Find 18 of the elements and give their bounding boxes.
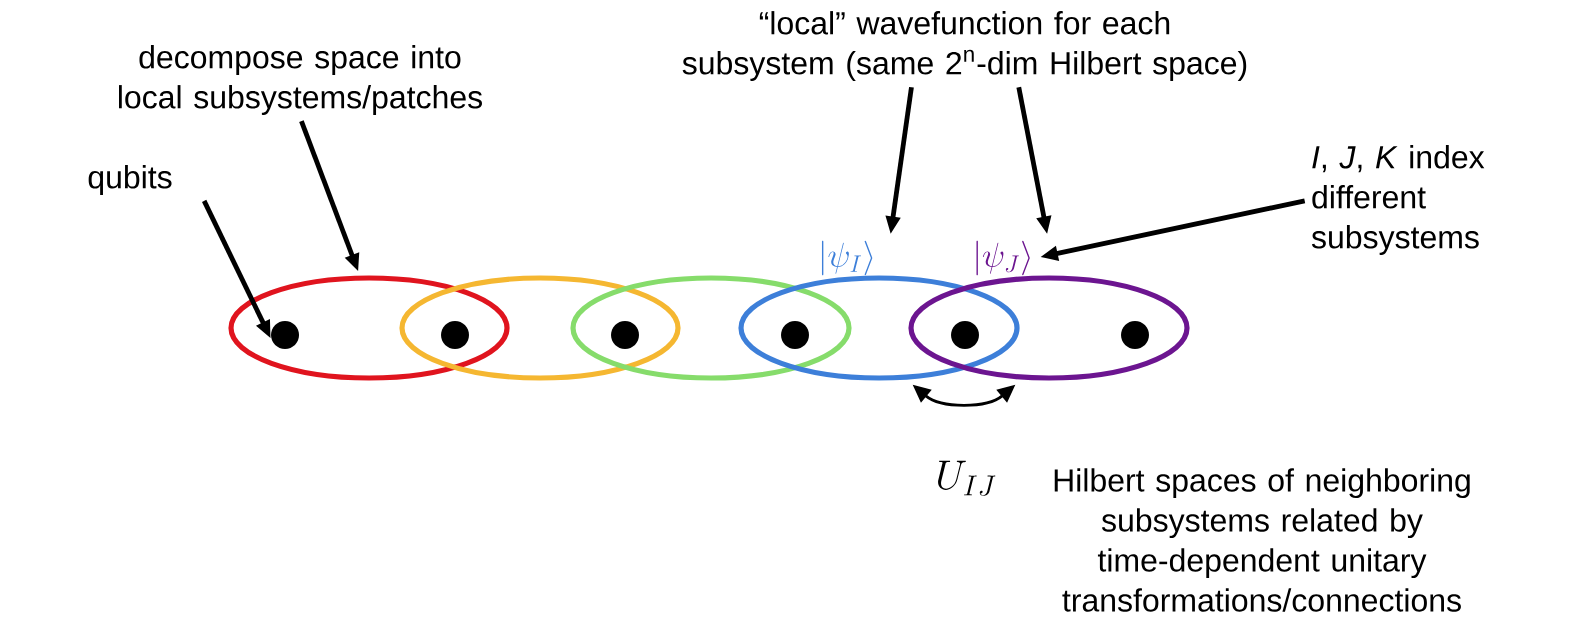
qubit-dot <box>611 321 639 349</box>
state-ket: $\left|\psi_{J}\right\rangle$ <box>976 240 1030 276</box>
ellipse <box>399 275 681 381</box>
annotation-text: I, J, K index different subsystems <box>1311 145 1485 255</box>
ellipse <box>738 275 1020 381</box>
annotation-text: “local” wavefunction for each subsystem (same 2$^{n}$-dim Hilbert space) <box>682 11 1247 81</box>
qubit-dot <box>1121 321 1149 349</box>
annotation-text: Hilbert spaces of neighboring subsystems related by time-dependent unitary transformations/connections <box>1054 468 1470 612</box>
ellipse <box>908 275 1190 381</box>
ellipse <box>570 275 852 381</box>
annotation-text: decompose space into local subsystems/patches <box>119 45 482 115</box>
qubit-dot <box>441 321 469 349</box>
edge-label: $U_{IJ}$ <box>938 460 996 496</box>
ellipse <box>228 275 510 381</box>
annotation-text: qubits <box>88 165 172 195</box>
state-ket: $\left|\psi_{I}\right\rangle$ <box>822 240 873 276</box>
qubit-dot <box>951 321 979 349</box>
qubit-dot <box>781 321 809 349</box>
